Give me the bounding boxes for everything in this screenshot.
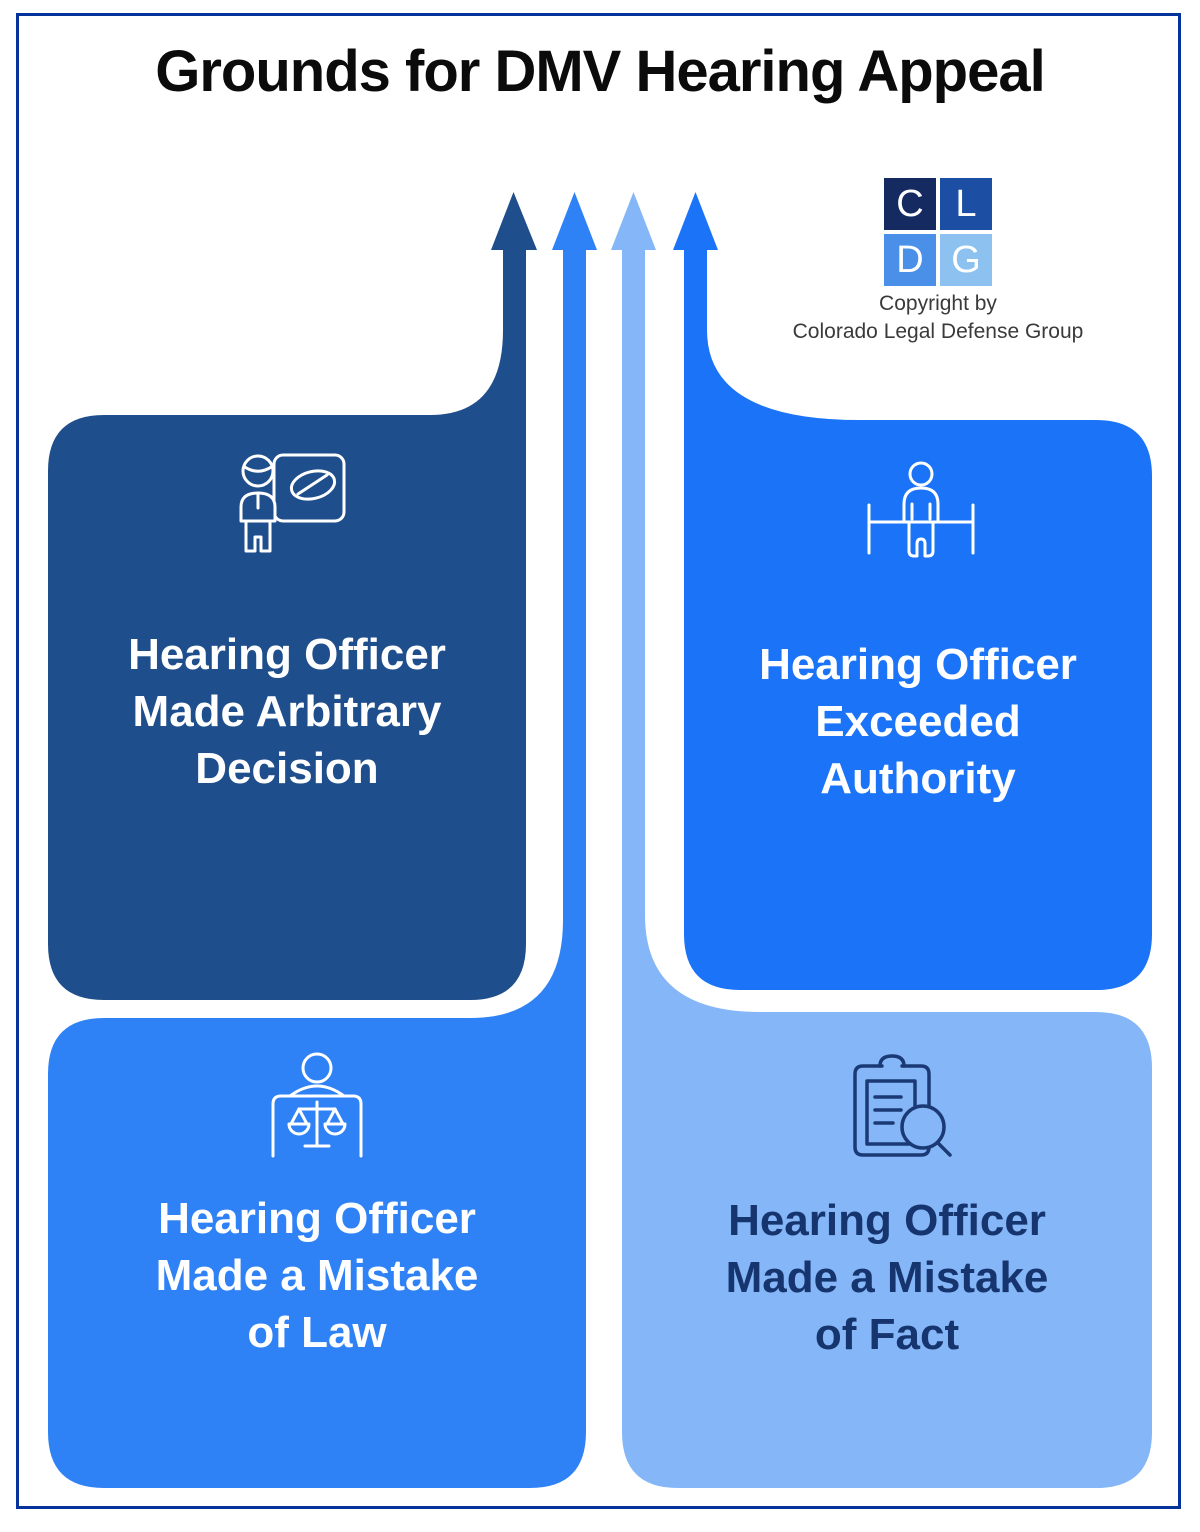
judge-scales-icon <box>271 1052 363 1158</box>
outer-border <box>16 13 1181 1509</box>
logo-letter: C <box>896 182 924 225</box>
flow-shape-exceeded-authority <box>673 192 1152 990</box>
logo-tile-c: C <box>884 178 936 230</box>
presenter-board-icon <box>239 453 346 553</box>
flow-shape-mistake-of-law <box>48 192 597 1488</box>
logo-tile-d: D <box>884 234 936 286</box>
card-label-line: Authority <box>820 754 1016 803</box>
brand-logo: C L D G <box>884 178 992 286</box>
logo-letter: G <box>951 238 981 281</box>
copyright-line-2: Colorado Legal Defense Group <box>792 320 1084 343</box>
card-label-arbitrary-decision: Hearing Officer Made Arbitrary Decision <box>48 626 526 797</box>
card-label-line: of Law <box>247 1308 387 1357</box>
card-label-line: Made Arbitrary <box>132 687 442 736</box>
clipboard-search-icon <box>853 1054 952 1157</box>
card-label-mistake-of-law: Hearing Officer Made a Mistake of Law <box>48 1190 586 1361</box>
copyright-notice: Copyright by Colorado Legal Defense Grou… <box>758 290 1118 346</box>
card-label-line: Made a Mistake <box>725 1253 1049 1302</box>
card-label-line: Hearing Officer <box>158 1194 476 1243</box>
card-label-line: Decision <box>195 744 379 793</box>
card-label-exceeded-authority: Hearing Officer Exceeded Authority <box>684 636 1152 807</box>
card-label-line: Made a Mistake <box>155 1251 479 1300</box>
logo-tile-l: L <box>940 178 992 230</box>
card-label-line: Hearing Officer <box>759 640 1077 689</box>
card-label-line: of Fact <box>814 1310 960 1359</box>
logo-tile-g: G <box>940 234 992 286</box>
card-label-line: Hearing Officer <box>128 630 446 679</box>
card-label-line: Exceeded <box>815 697 1021 746</box>
logo-letter: L <box>955 182 977 225</box>
flow-shape-mistake-of-fact <box>611 192 1152 1488</box>
card-label-mistake-of-fact: Hearing Officer Made a Mistake of Fact <box>622 1192 1152 1363</box>
page-title: Grounds for DMV Hearing Appeal <box>155 39 1045 104</box>
flow-shape-arbitrary-decision <box>48 192 537 1000</box>
logo-letter: D <box>896 238 924 281</box>
authority-barrier-icon <box>867 461 975 558</box>
card-label-line: Hearing Officer <box>728 1196 1046 1245</box>
copyright-line-1: Copyright by <box>879 292 997 315</box>
